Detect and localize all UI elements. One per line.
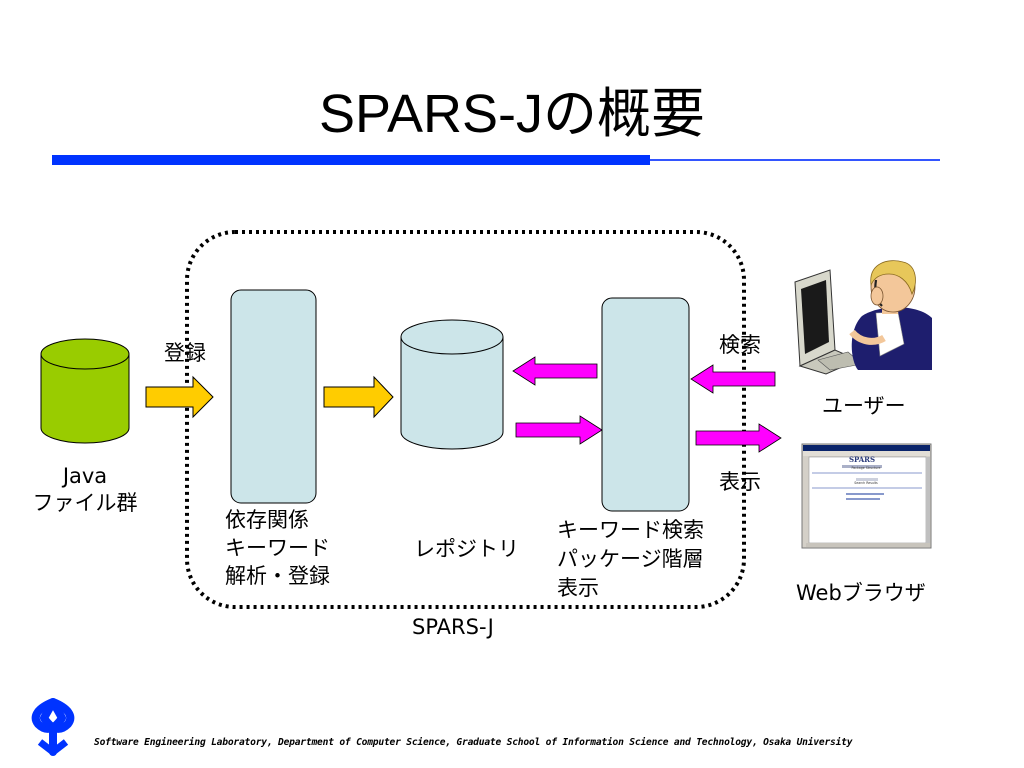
repository-label: レポジトリ xyxy=(414,537,519,561)
result-arrow xyxy=(515,415,603,445)
title-rule-thin xyxy=(650,159,940,161)
user-label: ユーザー xyxy=(822,394,906,418)
web-browser-screenshot xyxy=(801,443,932,549)
search-request-arrow xyxy=(690,364,776,394)
footer-affiliation: Software Engineering Laboratory, Departm… xyxy=(94,737,853,748)
browser-link-text: Package Structure xyxy=(851,466,880,470)
search-module-label: キーワード検索 パッケージ階層 表示 xyxy=(557,518,704,600)
query-repository-arrow xyxy=(512,356,598,386)
browser-header-text: SPARS xyxy=(849,455,875,464)
repository-cylinder xyxy=(400,319,504,450)
spars-j-boundary xyxy=(185,230,746,609)
search-label: 検索 xyxy=(719,333,761,357)
register-arrow xyxy=(145,375,214,419)
java-files-label: Java ファイル群 xyxy=(32,464,138,515)
slide-title: SPARS-Jの概要 xyxy=(318,84,706,144)
user-illustration xyxy=(794,260,932,375)
analysis-module-label: 依存関係 キーワード 解析・登録 xyxy=(225,508,330,588)
search-module-box xyxy=(601,297,690,512)
register-label: 登録 xyxy=(164,341,206,365)
analysis-module-box xyxy=(230,289,317,504)
spars-j-label: SPARS-J xyxy=(412,615,494,639)
browser-caption-text: Search Results xyxy=(854,481,878,485)
display-label: 表示 xyxy=(719,470,761,494)
osaka-university-logo xyxy=(31,698,75,756)
web-browser-label: Webブラウザ xyxy=(796,581,926,605)
title-rule-thick xyxy=(52,155,650,165)
java-files-cylinder xyxy=(40,338,130,444)
store-arrow xyxy=(323,375,394,419)
display-arrow xyxy=(695,423,782,453)
